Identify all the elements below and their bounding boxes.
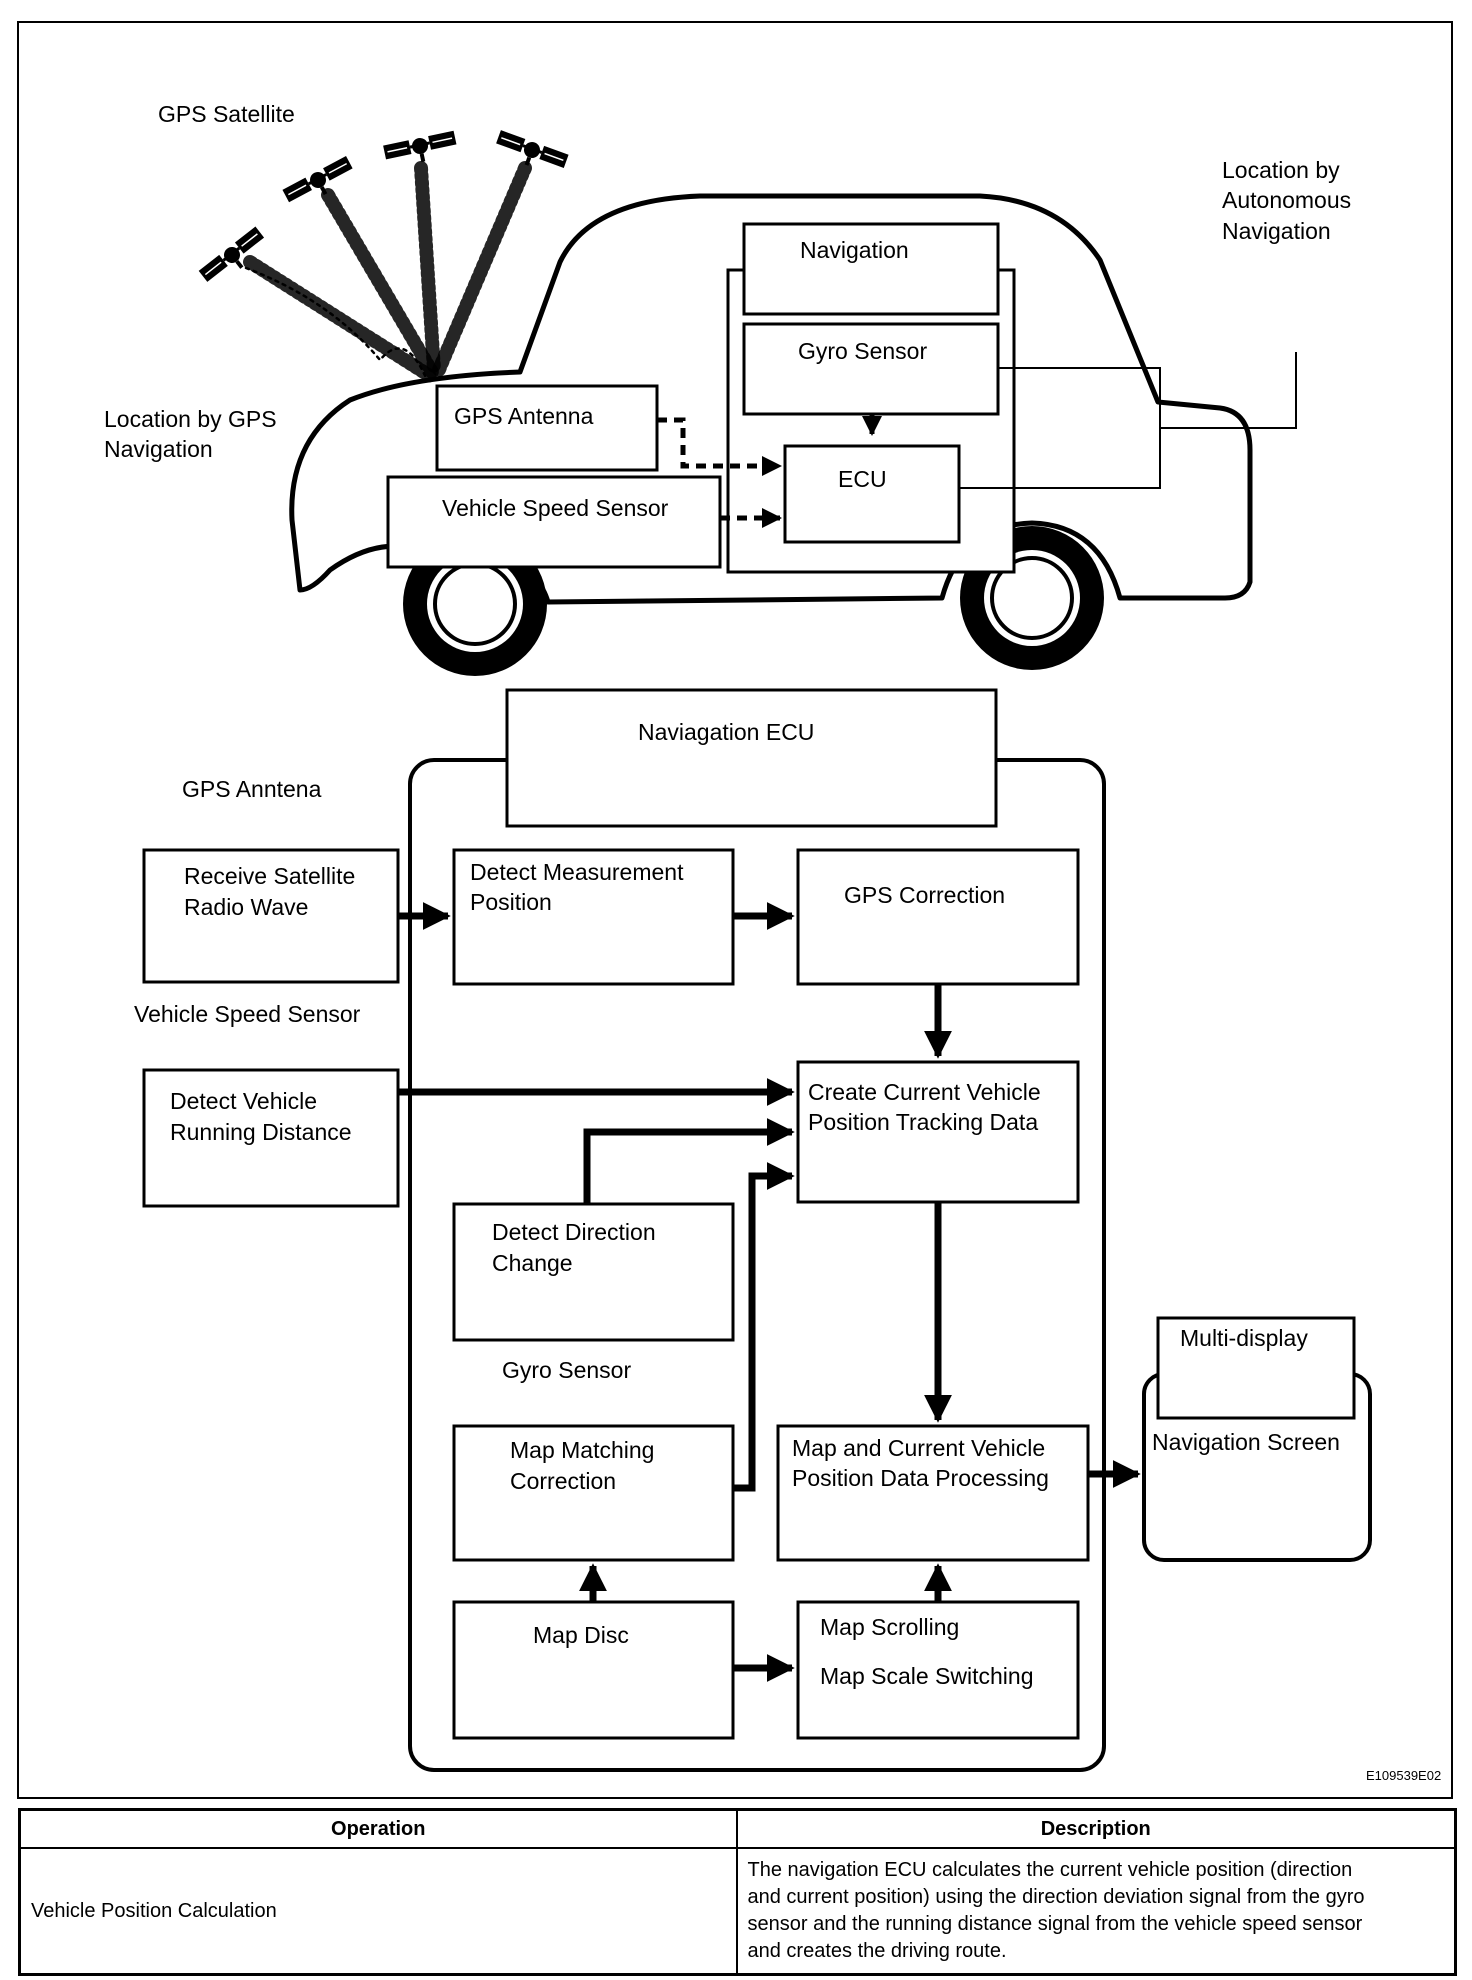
vehicle-connectors xyxy=(657,352,1297,528)
detect-measurement-box xyxy=(452,848,735,986)
figure-frame xyxy=(17,21,1453,1799)
map-scrolling-label: Map Scrolling xyxy=(820,1614,959,1640)
navigation-ecu-title-box xyxy=(505,688,998,828)
map-disc-label: Map Disc xyxy=(533,1622,629,1648)
gps-satellite-label: GPS Satellite xyxy=(158,101,295,127)
detect-direction-label: Detect Direction Change xyxy=(492,1219,662,1276)
description-header: Description xyxy=(735,1808,1457,1849)
description-line: and current position) using the directio… xyxy=(747,1886,1365,1908)
gps-antenna-flow-label: GPS Anntena xyxy=(182,776,322,802)
gps-antenna-box xyxy=(435,384,659,472)
map-processing-label: Map and Current Vehicle Position Data Pr… xyxy=(792,1435,1052,1491)
flow-arrows xyxy=(398,902,1141,1682)
figure-code: E109539E02 xyxy=(1366,1768,1441,1783)
map-disc-box xyxy=(452,1600,735,1740)
detect-measurement-label: Detect Measurement Position xyxy=(470,859,690,915)
satellite-icon xyxy=(196,224,273,292)
gyro-sensor-box xyxy=(742,322,1000,416)
detect-direction-box xyxy=(452,1202,735,1342)
front-wheel xyxy=(960,526,1104,670)
vehicle-speed-sensor-box xyxy=(386,475,722,569)
gps-antenna-box-label: GPS Antenna xyxy=(454,403,594,429)
create-tracking-label: Create Current Vehicle Position Tracking… xyxy=(808,1079,1047,1135)
navigation-ecu-title: Naviagation ECU xyxy=(638,719,814,745)
detect-vehicle-distance-label: Detect Vehicle Running Distance xyxy=(170,1088,352,1145)
gyro-sensor-box-label: Gyro Sensor xyxy=(798,338,927,364)
location-by-gps-label: Location by GPS Navigation xyxy=(104,406,283,462)
description-line: and creates the driving route. xyxy=(747,1940,1007,1962)
navigation-box xyxy=(742,222,1000,316)
navigation-box-label: Navigation xyxy=(800,237,909,263)
operation-cell: Vehicle Position Calculation xyxy=(18,1847,738,1976)
gyro-sensor-flow-label: Gyro Sensor xyxy=(502,1357,631,1383)
operation-header: Operation xyxy=(18,1808,738,1849)
receive-satellite-box xyxy=(142,848,400,984)
navigation-screen-label: Navigation Screen xyxy=(1152,1429,1340,1455)
description-line: sensor and the running distance signal f… xyxy=(747,1913,1363,1935)
multi-display-label: Multi-display xyxy=(1180,1325,1308,1351)
map-matching-label: Map Matching Correction xyxy=(510,1437,661,1494)
map-processing-box xyxy=(776,1424,1090,1562)
ecu-box xyxy=(783,444,961,544)
operation-table: Operation Description Vehicle Position C… xyxy=(18,1808,1457,1976)
map-scale-label: Map Scale Switching xyxy=(820,1663,1034,1689)
detect-vehicle-distance-box xyxy=(142,1068,400,1208)
map-matching-box xyxy=(452,1424,735,1562)
map-scrolling-box xyxy=(796,1600,1080,1740)
vehicle-speed-sensor-flow-label: Vehicle Speed Sensor xyxy=(134,1001,361,1027)
gps-correction-box xyxy=(796,848,1080,986)
create-tracking-box xyxy=(796,1060,1080,1204)
location-by-autonomous-label: Location by Autonomous Navigation xyxy=(1222,157,1358,244)
ecu-box-label: ECU xyxy=(838,466,887,492)
multi-display-box xyxy=(1156,1316,1356,1420)
gps-correction-label: GPS Correction xyxy=(844,882,1005,908)
description-cell: The navigation ECU calculates the curren… xyxy=(735,1847,1457,1976)
table-header-row: Operation Description xyxy=(18,1808,1457,1849)
satellite-icon xyxy=(282,156,357,211)
receive-satellite-label: Receive Satellite Radio Wave xyxy=(184,863,362,920)
description-line: The navigation ECU calculates the curren… xyxy=(747,1859,1353,1881)
table-row: Vehicle Position Calculation The navigat… xyxy=(18,1847,1457,1976)
satellite-signal-waves xyxy=(243,161,532,383)
vehicle-speed-sensor-box-label: Vehicle Speed Sensor xyxy=(442,495,669,521)
